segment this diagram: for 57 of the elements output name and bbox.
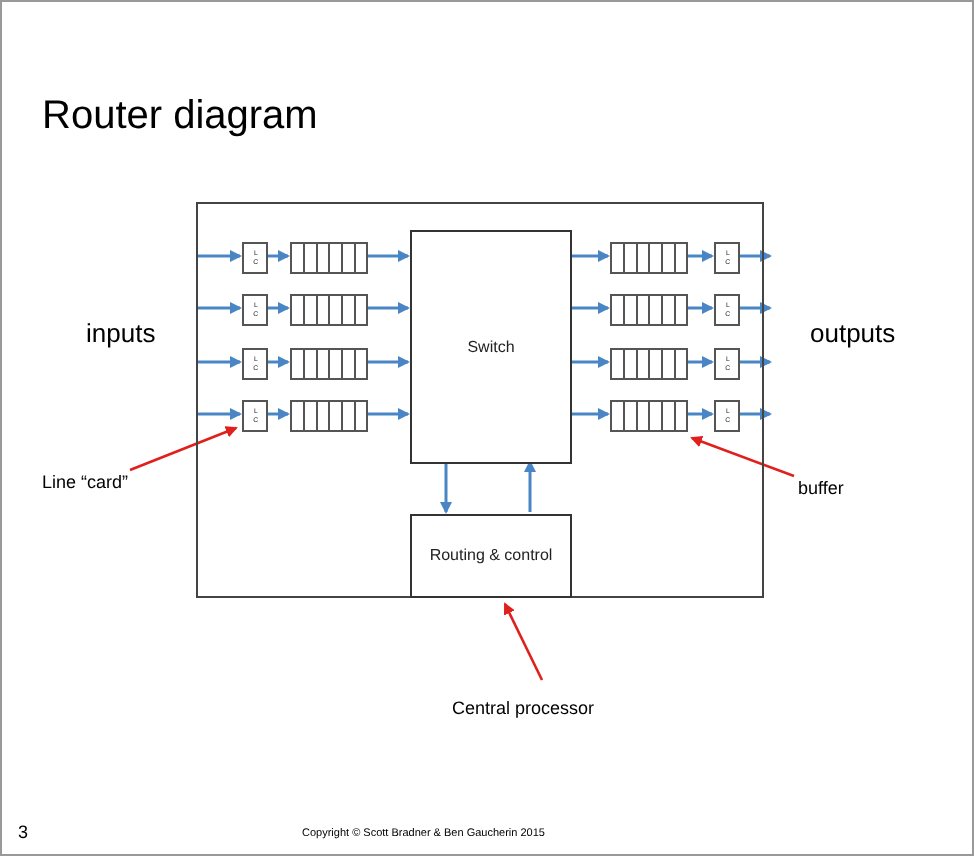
router-box (196, 202, 764, 598)
buffer-queue (290, 400, 368, 432)
arrow (366, 356, 410, 368)
node-label: Switch (467, 337, 515, 357)
arrow (266, 356, 290, 368)
arrow (366, 408, 410, 420)
line-card (242, 348, 268, 380)
arrow (366, 302, 410, 314)
line-card (242, 400, 268, 432)
arrow (196, 356, 242, 368)
node-label: Routing & control (429, 546, 553, 566)
buffer-queue (290, 294, 368, 326)
line-card (242, 294, 268, 326)
leader-line (503, 602, 544, 681)
arrow (738, 250, 772, 262)
arrow (738, 302, 772, 314)
page-number: 3 (18, 822, 29, 842)
arrow (196, 302, 242, 314)
side-label: inputs (86, 318, 156, 348)
line-card (714, 294, 740, 326)
arrow (738, 356, 772, 368)
side-label: outputs (810, 318, 896, 348)
arrow (440, 462, 452, 514)
arrow (196, 408, 242, 420)
buffer-queue (610, 400, 688, 432)
line-card (714, 400, 740, 432)
arrow (570, 356, 610, 368)
leader-line (129, 426, 238, 472)
arrow (524, 460, 536, 512)
arrow (570, 250, 610, 262)
arrow (366, 250, 410, 262)
buffer-queue (610, 294, 688, 326)
arrow (266, 302, 290, 314)
arrow (266, 408, 290, 420)
buffer-queue (610, 348, 688, 380)
arrow (570, 302, 610, 314)
arrow (686, 408, 714, 420)
switch-box (410, 230, 572, 464)
line-card (714, 348, 740, 380)
buffer-queue (290, 242, 368, 274)
arrow (686, 302, 714, 314)
arrow (686, 356, 714, 368)
arrow (686, 250, 714, 262)
arrow (266, 250, 290, 262)
arrow (738, 408, 772, 420)
node-label: buffer (798, 478, 844, 498)
line-card (242, 242, 268, 274)
buffer-queue (610, 242, 688, 274)
arrow (570, 408, 610, 420)
arrow (196, 250, 242, 262)
buffer-queue (290, 348, 368, 380)
line-card (714, 242, 740, 274)
leader-line (690, 435, 795, 478)
node-label: Line “card” (42, 472, 129, 492)
node-label: Central processor (452, 698, 595, 718)
slide-title: Router diagram (42, 94, 318, 140)
control-box (410, 514, 572, 598)
